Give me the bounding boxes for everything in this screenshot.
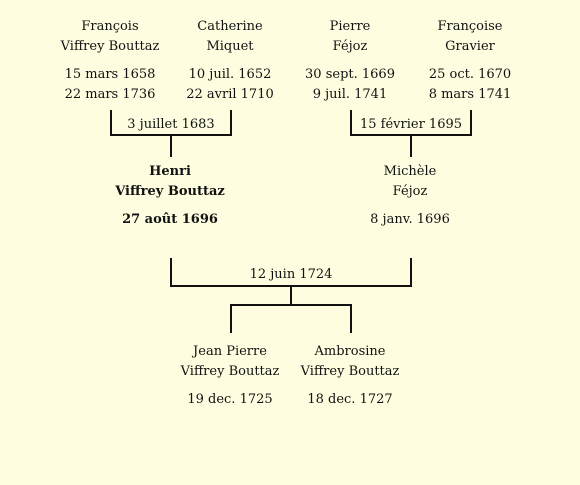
connector-line	[290, 285, 292, 305]
person-last-name: Féjoz	[332, 39, 368, 54]
person-birth-date: 25 oct. 1670	[428, 67, 512, 82]
connector-line	[170, 134, 172, 157]
person-first-name: François	[81, 19, 139, 34]
person-birth-date: 19 dec. 1725	[187, 392, 273, 407]
person-birth-date: 30 sept. 1669	[305, 67, 395, 82]
person-birth-date: 10 juil. 1652	[188, 67, 272, 82]
person-first-name: Henri	[149, 164, 191, 179]
person-birth-date: 15 mars 1658	[64, 67, 156, 82]
marriage-date: 12 juin 1724	[243, 266, 339, 284]
person-death-date: 22 avril 1710	[186, 87, 274, 102]
person-birth-date: 27 août 1696	[122, 212, 218, 227]
person-last-name: Viffrey Bouttaz	[60, 39, 160, 54]
person-first-name: Françoise	[437, 19, 503, 34]
person-death-date: 8 mars 1741	[428, 87, 512, 102]
person-birth-date: 18 dec. 1727	[307, 392, 393, 407]
person-last-name: Viffrey Bouttaz	[300, 364, 400, 379]
person-last-name: Viffrey Bouttaz	[115, 184, 225, 199]
person-first-name: Ambrosine	[314, 344, 386, 359]
connector-line	[410, 258, 412, 286]
person-last-name: Miquet	[206, 39, 254, 54]
person-birth-date: 8 janv. 1696	[370, 212, 450, 227]
marriage-date: 3 juillet 1683	[121, 116, 221, 134]
connector-line	[230, 110, 232, 135]
person-last-name: Gravier	[445, 39, 495, 54]
person-first-name: Michèle	[383, 164, 437, 179]
person-last-name: Féjoz	[392, 184, 428, 199]
connector-line	[230, 304, 352, 306]
connector-line	[470, 110, 472, 135]
connector-line	[170, 258, 172, 286]
person-death-date: 22 mars 1736	[64, 87, 156, 102]
person-death-date: 9 juil. 1741	[312, 87, 388, 102]
person-last-name: Viffrey Bouttaz	[180, 364, 280, 379]
person-first-name: Jean Pierre	[193, 344, 267, 359]
person-first-name: Catherine	[197, 19, 263, 34]
connector-line	[350, 304, 352, 333]
person-first-name: Pierre	[329, 19, 371, 34]
connector-line	[410, 134, 412, 157]
marriage-date: 15 février 1695	[356, 116, 466, 134]
connector-line	[230, 304, 232, 333]
connector-line	[350, 110, 352, 135]
connector-line	[110, 110, 112, 135]
